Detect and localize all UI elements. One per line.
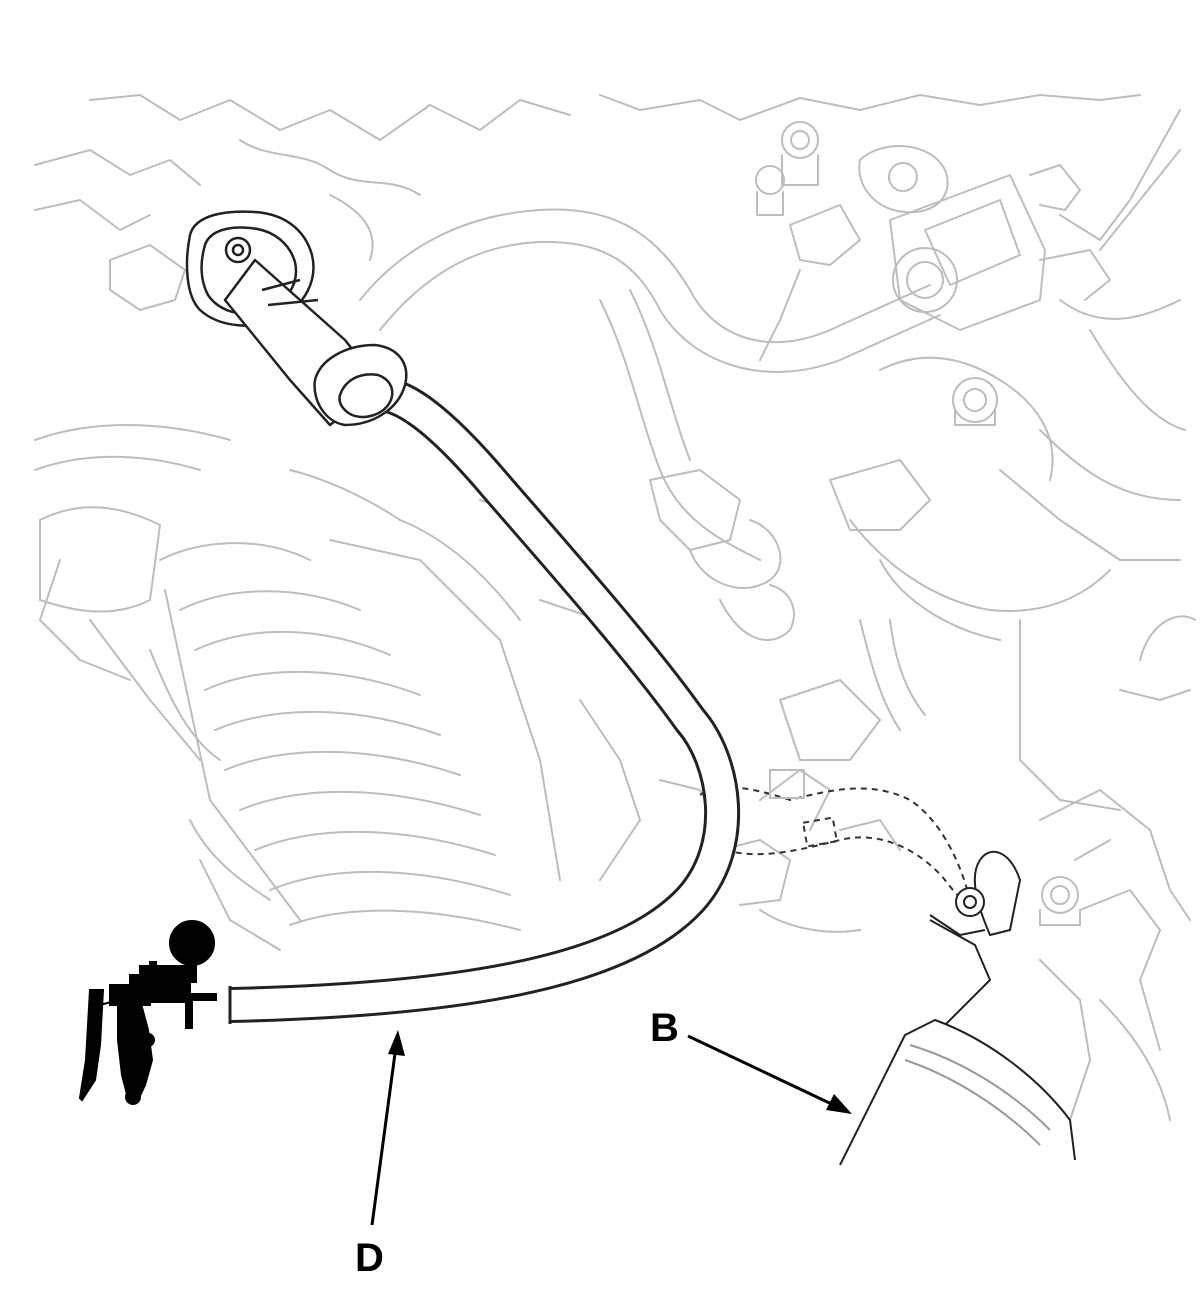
callout-label-d: D xyxy=(355,1236,384,1280)
intake-port-fitting xyxy=(185,210,408,427)
hand-vacuum-pump-icon xyxy=(78,920,217,1105)
callout-leaders xyxy=(370,1030,852,1226)
leader-b xyxy=(687,1034,841,1110)
hose-clip-upper xyxy=(769,769,805,799)
vacuum-hose-d xyxy=(228,376,741,1024)
engine-bay-background xyxy=(34,94,1196,1121)
hose-clip xyxy=(801,816,839,848)
strut-b xyxy=(839,850,1076,1166)
arrowhead-b xyxy=(826,1094,852,1114)
arrowhead-d xyxy=(388,1030,405,1056)
callout-label-b: B xyxy=(650,1006,679,1050)
leader-d xyxy=(370,1045,398,1226)
hidden-hose-route xyxy=(699,786,971,901)
